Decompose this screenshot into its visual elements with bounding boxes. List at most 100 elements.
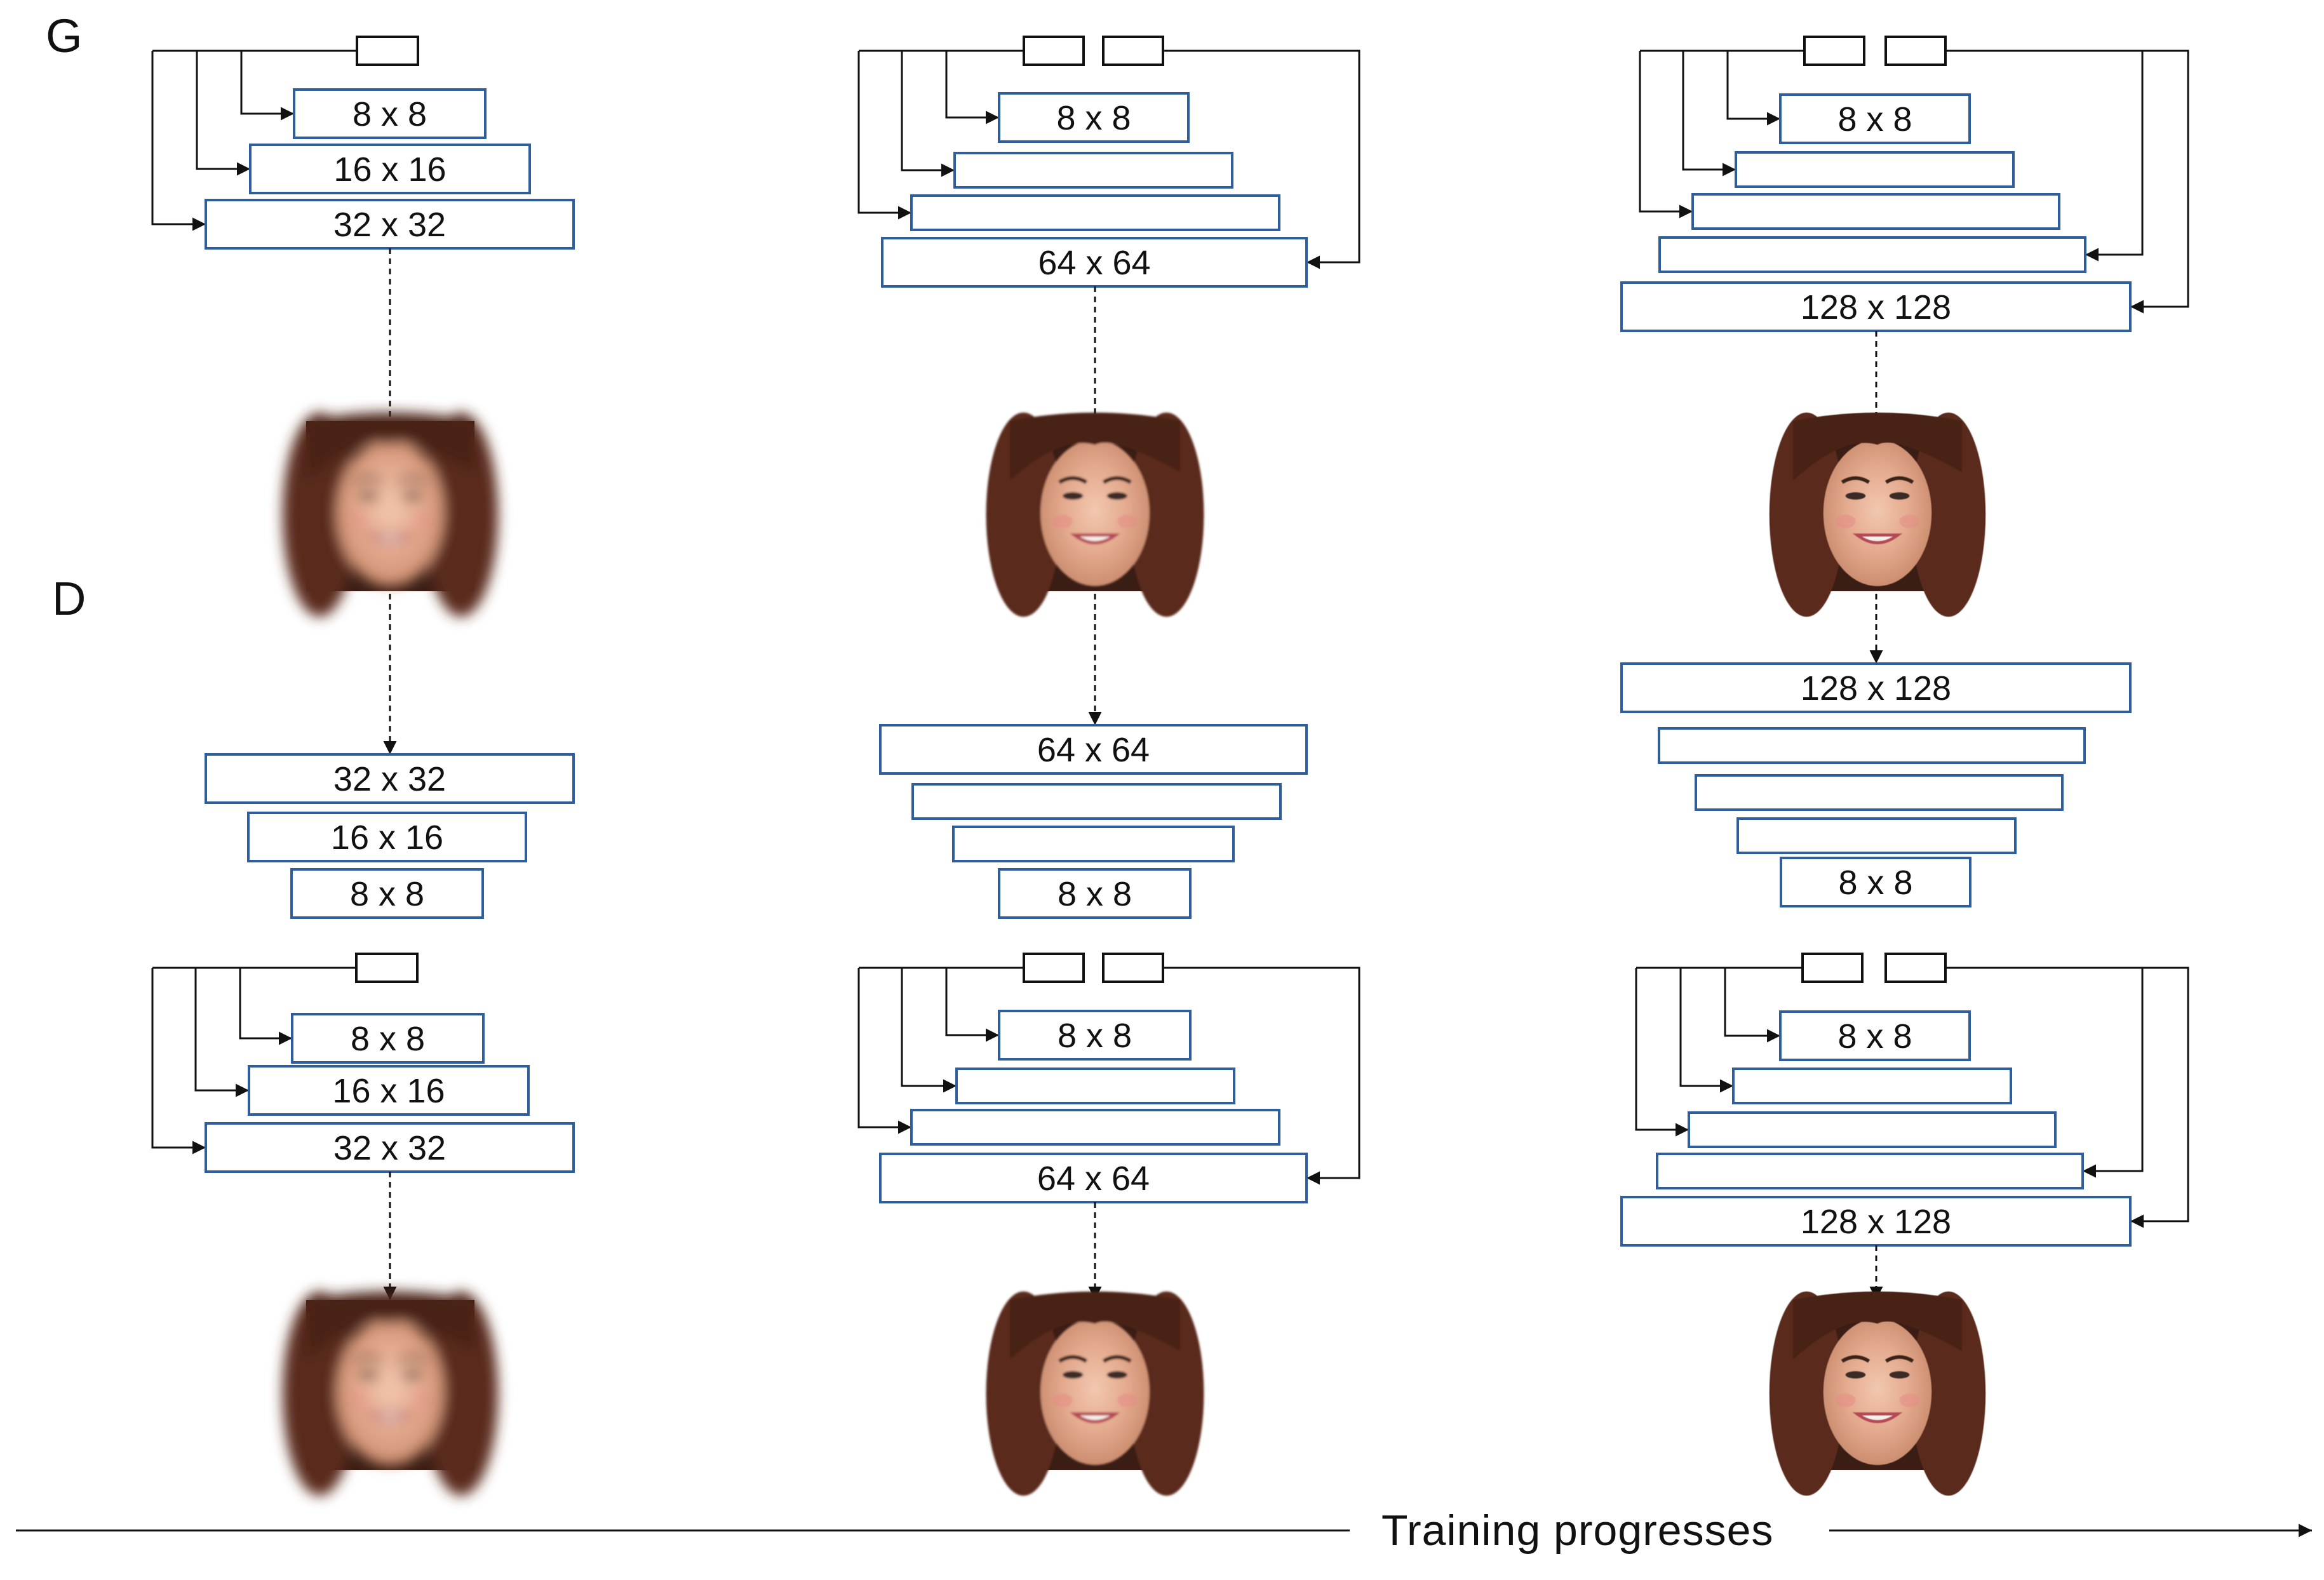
generator-layer-label: 128 x 128 — [1801, 288, 1951, 326]
generator-skip-arrow-right-outer — [1163, 50, 1360, 269]
generator-layer-3 — [205, 199, 575, 250]
generator-bottom-input-block-1 — [1801, 953, 1864, 983]
generator-input-block-2 — [1884, 36, 1947, 66]
generator-bottom-skip-arrow-2 — [194, 968, 249, 1097]
stage-3-discriminator: 128 x 128 8 x 8 — [1620, 594, 2132, 907]
discriminator-layer-3 — [290, 868, 484, 919]
generator-layer-1 — [998, 92, 1190, 143]
generator-bottom-input-block-2 — [1884, 953, 1947, 983]
generator-bottom-input-block-1 — [1023, 953, 1085, 983]
generator-layer-2 — [249, 144, 531, 194]
face-image-icon — [282, 1291, 499, 1496]
generator-input-block-1 — [1803, 36, 1865, 66]
discriminator-layer-label: 64 x 64 — [1037, 731, 1150, 769]
generator-bottom-skip-arrow-2 — [901, 968, 957, 1093]
generator-bottom-input-block-2 — [1102, 953, 1164, 983]
generator-bottom-skip-arrow-1 — [945, 968, 999, 1042]
generator-layer-1 — [293, 88, 487, 139]
generator-bottom-layer-label: 8 x 8 — [351, 1020, 425, 1058]
discriminator-layer-3 — [952, 826, 1235, 862]
stage-2-discriminator: 64 x 64 8 x 8 — [879, 594, 1308, 919]
generator-skip-arrow-3 — [857, 51, 911, 220]
generator-skip-arrow-2 — [196, 51, 250, 176]
generator-input-block-1 — [356, 36, 419, 66]
discriminator-label: D — [52, 572, 86, 625]
training-progress-axis: Training progresses — [16, 1506, 2312, 1555]
generator-layer-label: 32 x 32 — [333, 206, 446, 244]
generator-bottom-layer-label: 32 x 32 — [333, 1129, 446, 1167]
generator-skip-arrow-2 — [1682, 51, 1736, 177]
generator-bottom-layer-5 — [1620, 1196, 2132, 1247]
discriminator-layer-1 — [1620, 662, 2132, 713]
stage-3-generator: 8 x 8 128 x 128 — [1620, 36, 2189, 332]
face-image-icon — [986, 412, 1204, 617]
generator-bottom-layer-label: 16 x 16 — [332, 1072, 445, 1110]
generator-layer-3 — [1691, 193, 2060, 230]
generator-label: G — [46, 10, 83, 62]
stage-2: 8 x 8 64 x 64 64 x 64 8 x 8 8 x 8 64 x 64 — [857, 36, 1360, 1496]
generator-bottom-skip-arrow-1 — [1724, 968, 1780, 1043]
generator-bottom-layer-label: 64 x 64 — [1037, 1160, 1150, 1198]
generator-skip-arrow-3 — [1639, 51, 1693, 218]
generator-skip-arrow-3 — [151, 51, 206, 231]
stage-2-generator-bottom: 8 x 8 64 x 64 — [857, 953, 1360, 1203]
discriminator-layer-label: 16 x 16 — [331, 819, 443, 857]
generator-bottom-skip-arrow-right-outer — [1163, 967, 1360, 1185]
generator-bottom-layer-4 — [879, 1153, 1308, 1203]
face-image-icon — [282, 412, 499, 617]
generator-bottom-layer-1 — [291, 1013, 485, 1064]
generator-layer-label: 8 x 8 — [353, 95, 427, 133]
progress-label: Training progresses — [1381, 1506, 1773, 1555]
generator-bottom-skip-arrow-right-outer — [1945, 967, 2189, 1228]
generator-bottom-layer-label: 128 x 128 — [1801, 1203, 1951, 1241]
generator-bottom-layer-3 — [910, 1109, 1280, 1146]
discriminator-layer-3 — [1695, 774, 2064, 811]
generator-layer-label: 8 x 8 — [1837, 100, 1912, 138]
discriminator-layer-label: 128 x 128 — [1801, 669, 1951, 707]
generator-skip-arrow-2 — [901, 51, 955, 177]
generator-skip-arrow-1 — [240, 51, 294, 121]
discriminator-layer-2 — [911, 783, 1282, 820]
generator-bottom-skip-arrow-right-inner — [2083, 968, 2144, 1178]
generator-bottom-layer-1 — [1779, 1010, 1971, 1061]
discriminator-layer-1 — [879, 724, 1308, 775]
discriminator-layer-label: 8 x 8 — [1058, 875, 1132, 913]
face-image-icon — [1769, 1291, 1986, 1496]
face-image-icon — [1769, 412, 1986, 617]
stage-2-generator: 8 x 8 64 x 64 — [857, 36, 1360, 288]
generator-layer-label: 16 x 16 — [333, 151, 446, 189]
face-image-icon — [986, 1291, 1204, 1496]
discriminator-layer-label: 8 x 8 — [1838, 864, 1912, 902]
generator-bottom-layer-3 — [1688, 1111, 2057, 1148]
generator-bottom-layer-label: 8 x 8 — [1837, 1017, 1912, 1055]
generator-bottom-skip-arrow-2 — [1679, 968, 1733, 1093]
generator-bottom-layer-2 — [955, 1068, 1235, 1104]
generator-bottom-layer-label: 8 x 8 — [1058, 1017, 1132, 1055]
generator-bottom-skip-arrow-3 — [1635, 968, 1689, 1137]
generator-bottom-skip-arrow-1 — [239, 968, 292, 1045]
discriminator-layer-2 — [1658, 727, 2086, 764]
generator-bottom-layer-4 — [1656, 1153, 2084, 1189]
generator-layer-4 — [1658, 236, 2086, 273]
generator-layer-label: 64 x 64 — [1038, 244, 1150, 282]
generator-layer-5 — [1620, 281, 2132, 332]
generator-bottom-layer-2 — [248, 1065, 530, 1116]
generator-skip-arrow-right-inner — [2085, 51, 2144, 262]
generator-skip-arrow-1 — [945, 51, 999, 124]
discriminator-layer-4 — [1736, 817, 2017, 854]
stage-1-generator: 8 x 8 16 x 16 32 x 32 — [151, 36, 575, 250]
discriminator-layer-2 — [247, 812, 527, 862]
generator-input-block-2 — [1102, 36, 1164, 66]
generator-bottom-layer-2 — [1732, 1068, 2012, 1104]
stage-3-generator-bottom: 8 x 8 128 x 128 — [1620, 953, 2189, 1247]
generator-layer-1 — [1779, 93, 1971, 144]
discriminator-layer-label: 8 x 8 — [350, 875, 424, 913]
generator-layer-2 — [953, 152, 1233, 189]
stage-1-generator-bottom: 8 x 8 16 x 16 32 x 32 — [151, 953, 575, 1173]
generator-input-block-1 — [1023, 36, 1085, 66]
generator-layer-label: 8 x 8 — [1056, 99, 1131, 137]
